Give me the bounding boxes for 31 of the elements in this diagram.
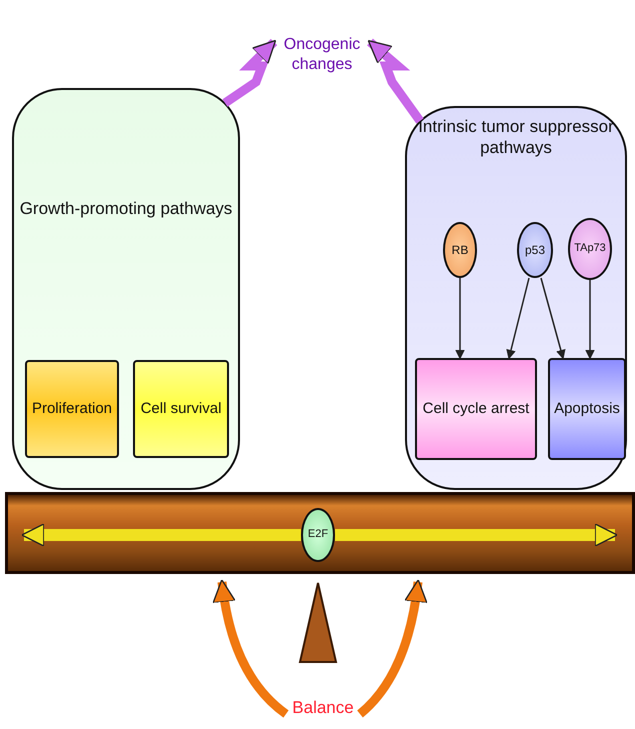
arrow: [356, 579, 428, 718]
process-box: [133, 360, 229, 458]
node-text: p53: [524, 242, 546, 258]
protein-oval: [443, 222, 477, 278]
pathway-panel: [12, 88, 240, 490]
arrow: [222, 38, 278, 107]
process-box: [415, 358, 537, 460]
arrow: [21, 523, 301, 547]
process-box: [25, 360, 119, 458]
arrow: [335, 523, 618, 547]
node-text: Proliferation: [30, 400, 114, 418]
node-text: Growth-promoting pathways: [18, 198, 234, 220]
annotation-text: Balance: [291, 697, 355, 719]
node-text: RB: [450, 242, 470, 258]
arrow: [455, 278, 465, 360]
node-text: Apoptosis: [553, 400, 621, 418]
process-box: [548, 358, 626, 460]
node-text: Intrinsic tumor suppressor pathways: [417, 116, 615, 158]
protein-oval: [517, 222, 553, 278]
arrow: [367, 38, 424, 124]
node-text: Cell cycle arrest: [422, 400, 530, 418]
arrow: [506, 278, 530, 360]
arrow: [212, 579, 289, 718]
node-text: E2F: [306, 528, 330, 542]
pathway-panel: [405, 106, 627, 490]
protein-oval: [301, 508, 335, 562]
arrow: [540, 278, 566, 360]
node-text: Cell survival: [140, 400, 222, 418]
arrow: [585, 280, 595, 360]
node-text: TAp73: [573, 242, 607, 256]
annotation-text: Oncogenic changes: [282, 35, 362, 75]
